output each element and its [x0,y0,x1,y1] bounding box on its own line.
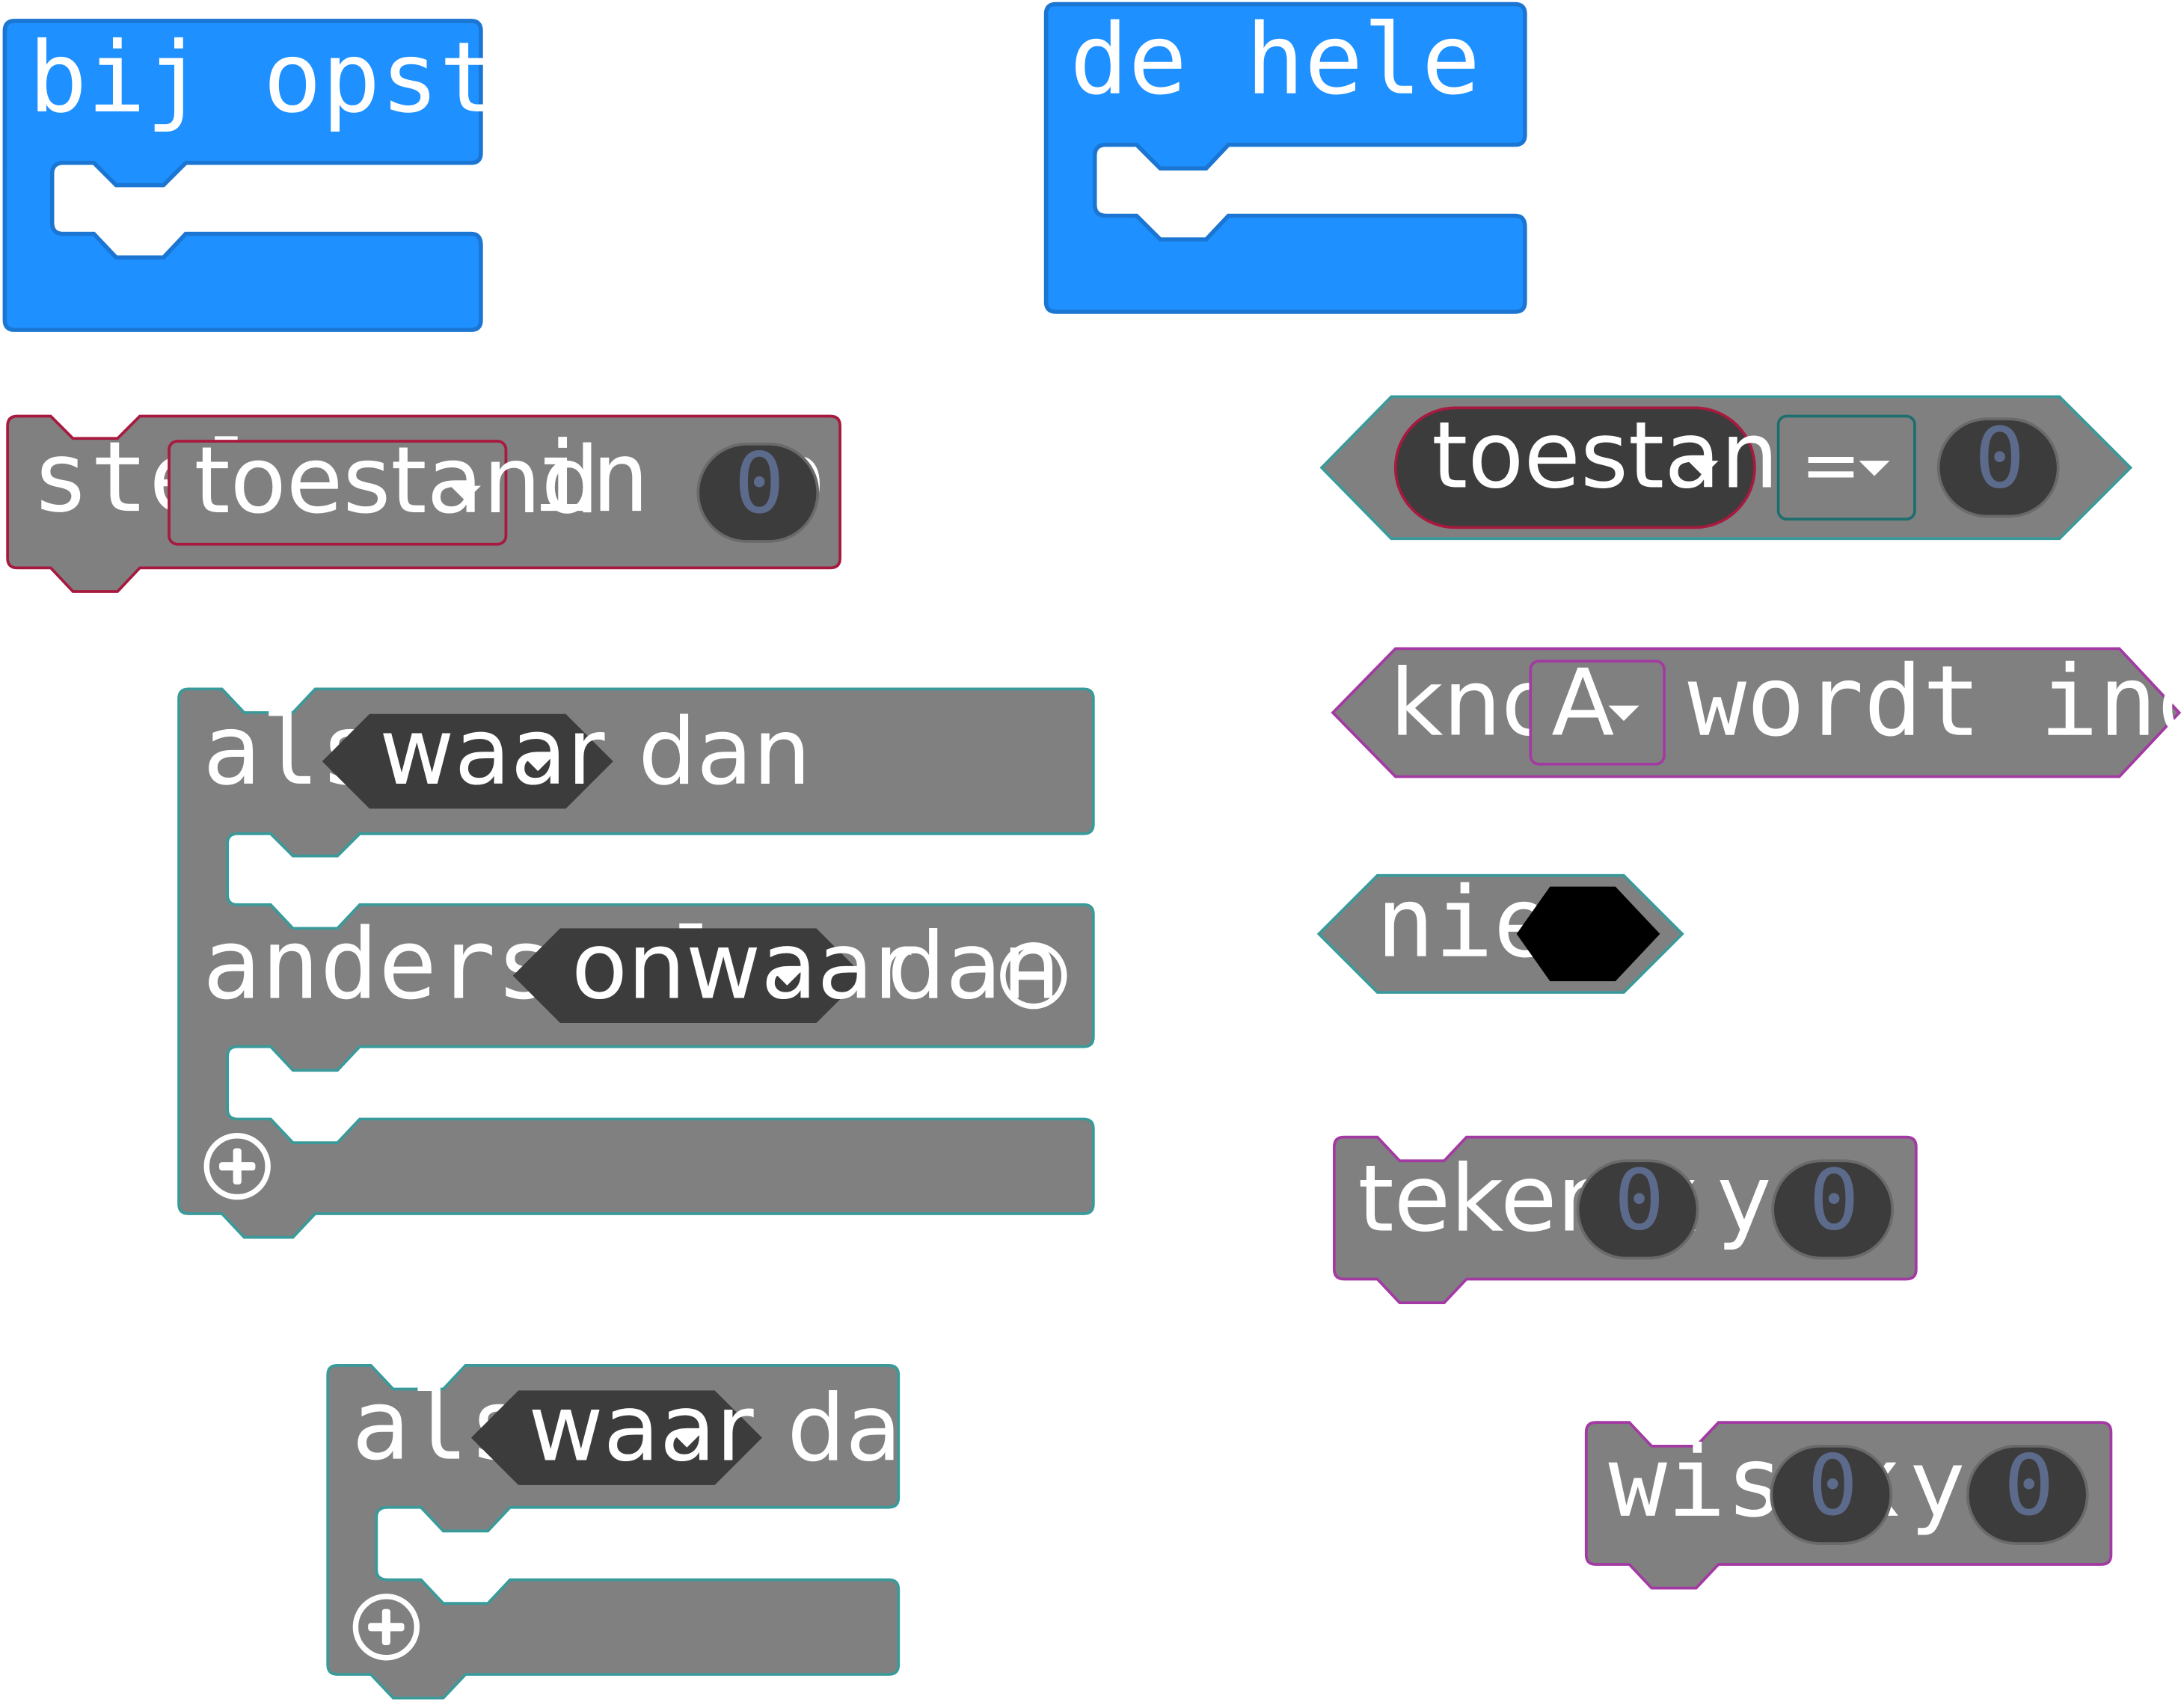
set-value-input[interactable]: 0 [696,435,820,543]
variable-name: toestand [194,427,600,534]
condition-value: waar [528,1374,754,1481]
plot-x-input[interactable]: 0 [1576,1152,1699,1260]
on-start-label: bij opstarten [28,21,791,135]
plot-y-input[interactable]: 0 [1771,1152,1895,1260]
compare-block[interactable]: toestand = 0 [1319,395,2133,541]
unplot-x-input[interactable]: 0 [1770,1437,1893,1545]
condition-dropdown[interactable]: waar [470,1374,762,1485]
condition2-dropdown[interactable]: onwaar [512,912,912,1023]
plot-block[interactable]: teken x 0 y 0 [1332,1135,1918,1304]
unplot-block[interactable]: wis x 0 y 0 [1584,1421,2113,1590]
then-simple-label: dan [787,1374,960,1481]
dropdown-arrow-icon [522,755,553,772]
condition1-value: waar [379,698,605,805]
if-elseif-block[interactable]: als waar dan anders als onwaar dan [177,687,1095,1239]
dropdown-arrow-icon [1608,705,1639,722]
plot-x-value: 0 [1614,1152,1664,1249]
compare-variable-name: toestand [1432,402,1837,509]
plot-y-label: y [1717,1145,1772,1252]
forever-label: de hele tijd [1070,3,1773,117]
plot-y-value: 0 [1809,1152,1859,1249]
operator-value: = [1800,423,1861,507]
not-block[interactable]: niet [1316,866,1684,994]
compare-variable-dropdown[interactable]: toestand [1393,402,1838,529]
empty-boolean-slot[interactable] [1516,886,1660,982]
dropdown-arrow-icon [1687,461,1719,476]
variable-dropdown[interactable]: toestand [168,427,600,546]
operator-dropdown[interactable]: = [1776,414,1916,521]
plus-circle-icon[interactable] [352,1594,420,1661]
unplot-y-input[interactable]: 0 [1966,1437,2089,1545]
button-name: A [1551,650,1614,757]
unplot-y-label: y [1910,1431,1965,1537]
dropdown-arrow-icon [671,1432,702,1448]
pressed-label: wordt ingedrukt [1688,645,2184,758]
button-dropdown[interactable]: A [1529,650,1666,766]
minus-circle-icon[interactable] [1000,942,1067,1010]
then-label: dan [638,698,811,805]
button-pressed-block[interactable]: knop A wordt ingedrukt [1331,645,2184,778]
forever-block[interactable]: de hele tijd [1043,1,1774,314]
unplot-x-value: 0 [1808,1437,1858,1534]
compare-value-input[interactable]: 0 [1936,410,2060,518]
dropdown-arrow-icon [450,485,481,502]
unplot-y-value: 0 [2004,1437,2054,1534]
on-start-block[interactable]: bij opstarten [2,19,791,332]
set-value: 0 [734,435,785,532]
dropdown-arrow-icon [1859,461,1890,476]
dropdown-arrow-icon [771,970,803,986]
set-variable-block[interactable]: stel toestand in op 0 [6,414,841,593]
condition2-value: onwaar [571,912,912,1019]
condition1-dropdown[interactable]: waar [322,698,613,809]
compare-value: 0 [1975,410,2025,507]
if-block[interactable]: als waar dan [326,1364,960,1700]
plus-circle-icon[interactable] [203,1133,271,1200]
then2-label: dan [887,912,1060,1019]
